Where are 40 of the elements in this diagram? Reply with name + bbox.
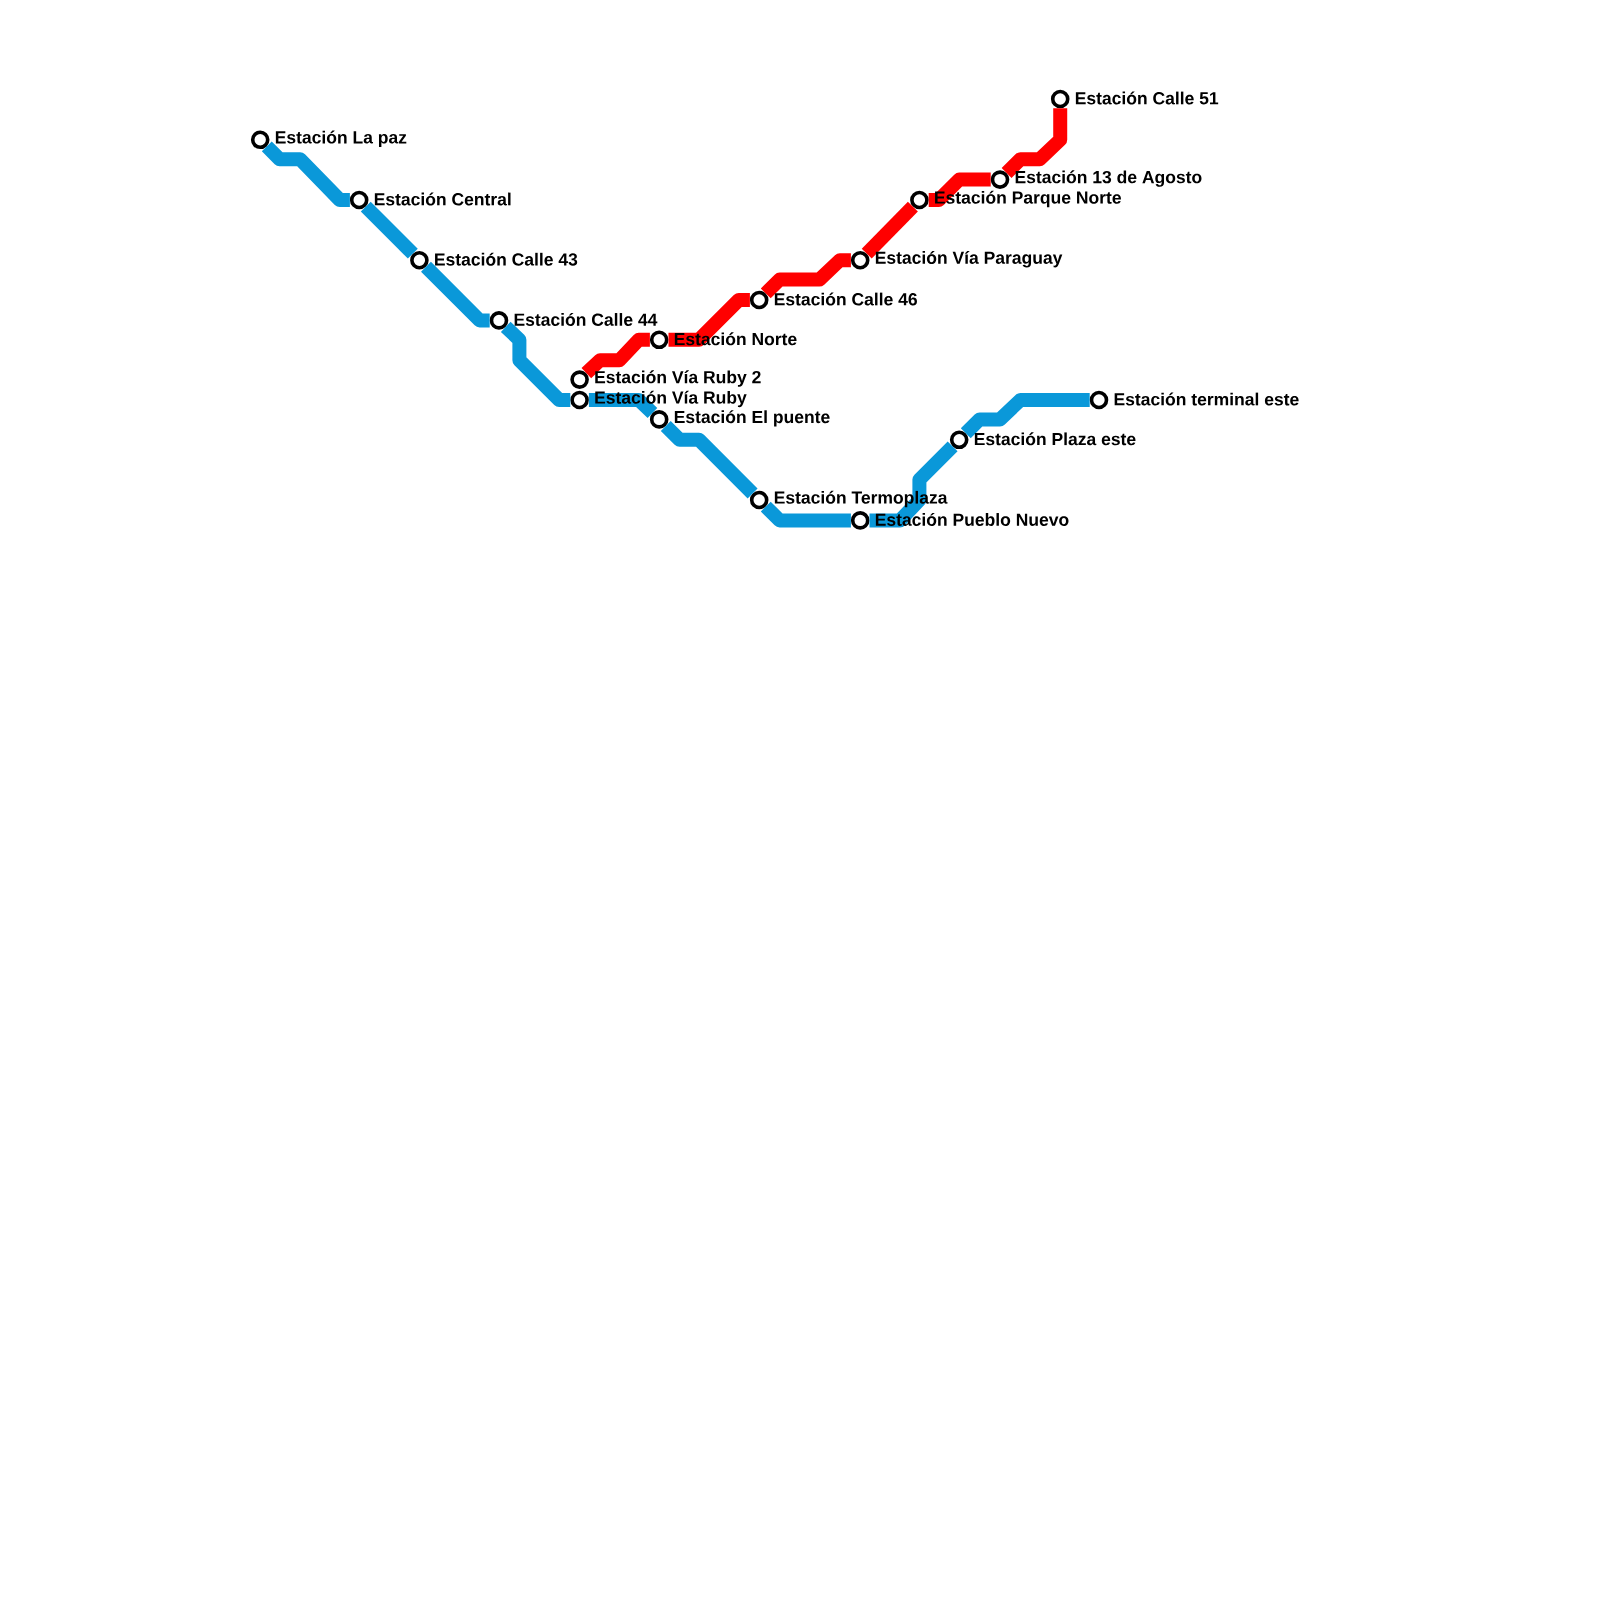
station-marker	[250, 130, 270, 150]
metro-line	[581, 332, 650, 379]
metro-line	[760, 501, 851, 528]
station-label: Estación Calle 43	[435, 252, 578, 266]
station-marker	[410, 250, 429, 270]
station-label: Estación La paz	[275, 130, 407, 147]
station-label: Estación Plaza este	[974, 432, 1136, 446]
station-marker	[649, 330, 669, 350]
metro-line	[760, 253, 851, 299]
station-marker	[489, 311, 509, 330]
station-label: Estación Vía Ruby 2	[595, 370, 761, 387]
metro-line	[261, 141, 350, 207]
station-marker	[349, 190, 369, 210]
station-marker	[749, 490, 769, 510]
metro-line	[660, 421, 758, 499]
station-label: Estación El puente	[674, 410, 830, 427]
metro-line	[861, 201, 918, 259]
station-label: Estación Central	[374, 192, 511, 206]
metro-line	[421, 261, 490, 328]
station-label: Estación Vía Paraguay	[875, 250, 1063, 268]
station-label: Estación Calle 46	[774, 292, 917, 306]
station-label: Estación 13 de Agosto	[1015, 170, 1202, 187]
station-marker	[990, 170, 1010, 189]
station-marker	[1050, 89, 1070, 109]
metro-line	[500, 321, 571, 407]
station-marker	[570, 370, 589, 389]
station-label: Estación Calle 51	[1075, 91, 1219, 105]
metro-line	[960, 393, 1090, 439]
metro-line	[360, 201, 418, 259]
station-marker	[1089, 390, 1109, 410]
station-label: Estación Calle 44	[514, 312, 658, 326]
station-label: Estación terminal este	[1114, 392, 1299, 406]
metro-line	[1001, 108, 1068, 178]
station-marker	[570, 390, 589, 410]
station-marker	[910, 190, 929, 210]
station-marker	[850, 511, 870, 530]
station-marker	[850, 250, 870, 270]
station-marker	[749, 290, 769, 310]
station-marker	[949, 430, 969, 450]
station-marker	[649, 410, 669, 429]
